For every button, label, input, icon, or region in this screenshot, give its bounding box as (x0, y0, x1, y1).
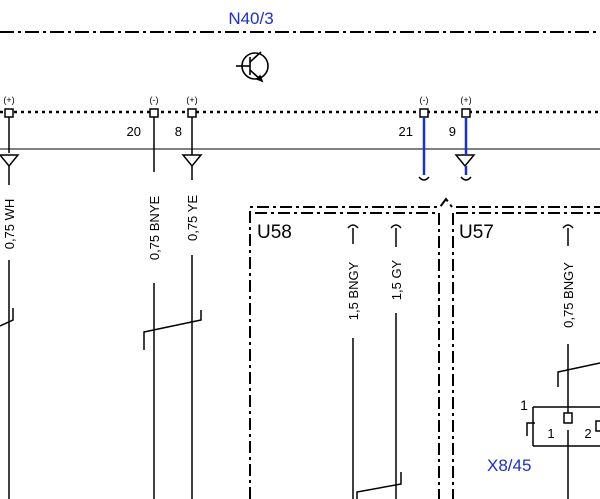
pin-number: 9 (449, 124, 456, 139)
pin-polarity: (-) (150, 95, 159, 105)
pin-terminal-icon (187, 108, 197, 118)
wire-0-75-wh (0, 117, 14, 499)
pin-terminal-icon (595, 420, 600, 432)
wire-label: 0,75 YE (185, 195, 200, 241)
pin-polarity: (+) (460, 95, 471, 105)
connector-pin-1: 1 (547, 426, 554, 441)
connector-x8-45 (526, 406, 600, 447)
ground-triangle-icon (181, 154, 203, 168)
transistor-icon (236, 51, 269, 83)
pin-polarity: (+) (3, 95, 14, 105)
wire-label: 0,75 WH (2, 199, 17, 250)
zone-label-u58: U58 (257, 222, 292, 243)
pin-number: 20 (127, 124, 141, 139)
pin-1: (+) (3, 95, 15, 118)
zone-label-u57: U57 (459, 222, 494, 243)
pin-polarity: (+) (186, 95, 197, 105)
pin-terminal-icon (563, 412, 573, 424)
wire-1-5-gy (390, 224, 402, 499)
pin-polarity: (-) (420, 95, 429, 105)
pin-terminal-icon (4, 108, 14, 118)
pin-terminal-icon (149, 108, 159, 118)
pin-number: 8 (175, 124, 182, 139)
wire-break-icon (418, 176, 430, 181)
connector-group-pin: 1 (520, 397, 528, 413)
connector-label: X8/45 (487, 456, 531, 475)
pin-terminal-icon (419, 108, 429, 118)
wire-0-75-bngy (557, 224, 600, 499)
wire-break-icon (460, 176, 472, 181)
pin-8: (+) 8 (175, 95, 198, 139)
wire-label: 0,75 BNYE (147, 196, 162, 261)
wire-label: 1,5 GY (389, 259, 404, 300)
wire-0-75-bnye (143, 117, 202, 499)
pin-number: 21 (399, 124, 413, 139)
wire-1-5-bngy (347, 224, 402, 499)
connector-pin-2: 2 (584, 426, 591, 441)
zone-boundary-outer (249, 197, 600, 499)
pin-9: (+) 9 (449, 95, 472, 139)
ground-triangle-icon (454, 154, 476, 168)
pin-terminal-icon (461, 108, 471, 118)
component-label: N40/3 (228, 9, 273, 28)
ground-triangle-icon (0, 154, 20, 168)
wire-label: 0,75 BNGY (561, 262, 576, 328)
wire-label: 1,5 BNGY (346, 261, 361, 320)
